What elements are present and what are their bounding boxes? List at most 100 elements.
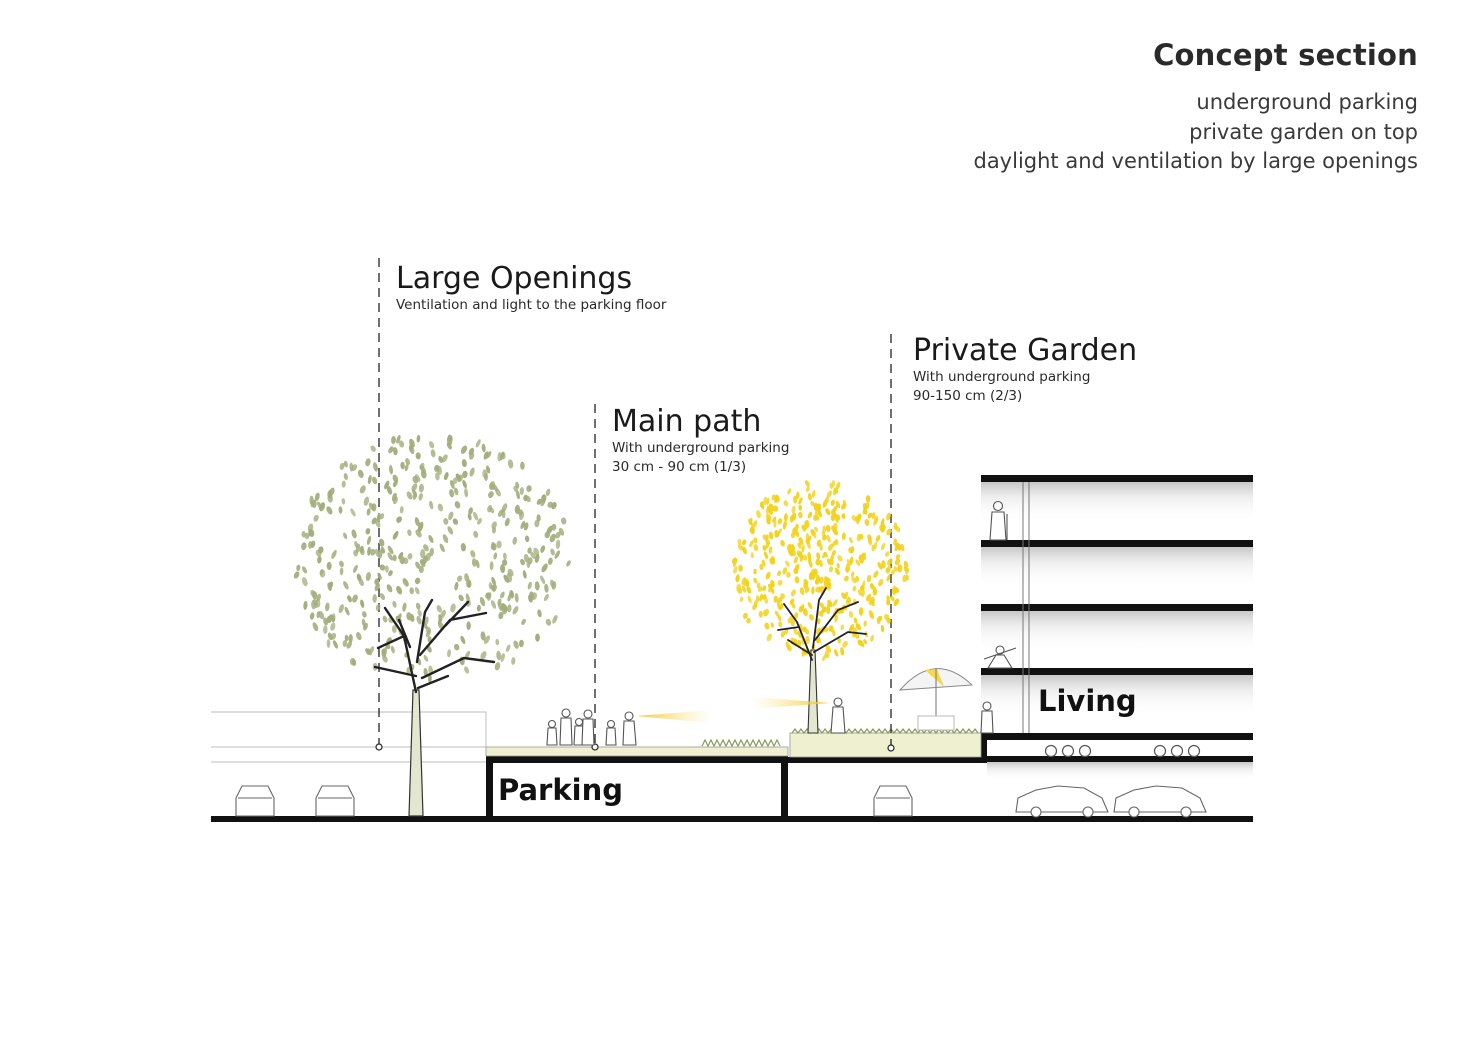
leaf bbox=[352, 564, 358, 573]
leaf bbox=[555, 531, 561, 539]
leaf bbox=[804, 480, 810, 488]
leaf bbox=[873, 570, 879, 578]
leaf bbox=[475, 559, 480, 569]
leaf bbox=[496, 540, 502, 549]
leaf bbox=[794, 576, 800, 584]
leaf bbox=[851, 576, 857, 584]
leaf bbox=[812, 514, 818, 521]
leaf bbox=[775, 494, 780, 503]
leaf bbox=[518, 639, 524, 648]
leaf bbox=[443, 518, 449, 525]
leaf bbox=[344, 634, 349, 642]
leaf bbox=[330, 622, 336, 631]
leaf bbox=[488, 491, 494, 499]
callout-dots bbox=[375, 743, 895, 752]
leaf bbox=[824, 626, 829, 633]
leaf bbox=[385, 565, 389, 573]
leaf bbox=[841, 513, 846, 519]
leaf bbox=[841, 532, 846, 540]
leaf bbox=[806, 535, 812, 543]
leaf bbox=[468, 507, 473, 515]
leaf bbox=[534, 581, 540, 591]
building-floors bbox=[981, 475, 1253, 780]
leaf bbox=[834, 614, 838, 623]
leaf bbox=[750, 552, 755, 559]
leaf bbox=[493, 552, 498, 560]
leaf bbox=[491, 521, 497, 530]
leaf bbox=[785, 560, 790, 567]
leaf bbox=[418, 492, 423, 501]
leaf bbox=[737, 543, 743, 551]
leaf bbox=[829, 482, 834, 489]
leaf bbox=[548, 557, 553, 565]
leaf bbox=[795, 523, 799, 530]
leaf bbox=[555, 539, 561, 549]
leaf bbox=[801, 524, 806, 532]
leaf bbox=[402, 578, 409, 587]
leaf bbox=[747, 595, 752, 603]
leaf bbox=[741, 539, 747, 546]
leaf bbox=[379, 564, 386, 571]
leaf bbox=[495, 638, 500, 646]
leaf bbox=[339, 567, 344, 576]
leaf bbox=[522, 570, 527, 579]
leaf bbox=[763, 551, 769, 559]
leaf bbox=[400, 461, 405, 470]
leaf bbox=[398, 551, 404, 560]
leaf bbox=[530, 551, 536, 559]
leaf bbox=[373, 462, 378, 472]
leaf bbox=[328, 582, 333, 590]
leaf bbox=[547, 501, 553, 508]
leaf bbox=[454, 643, 460, 651]
leaf bbox=[396, 516, 402, 523]
leaf bbox=[777, 570, 782, 577]
leaf bbox=[471, 558, 477, 567]
leaf bbox=[312, 622, 319, 632]
leaf bbox=[455, 473, 462, 482]
leaf bbox=[392, 530, 399, 540]
leaf bbox=[411, 483, 418, 492]
leaf bbox=[841, 592, 847, 600]
leaf bbox=[886, 574, 891, 582]
leaf bbox=[516, 490, 520, 500]
leaf bbox=[453, 487, 459, 496]
leaf bbox=[546, 525, 553, 535]
leaf bbox=[810, 500, 815, 507]
leaf bbox=[387, 552, 394, 561]
leaf bbox=[500, 653, 505, 662]
leaf bbox=[425, 552, 431, 562]
ceiling-lights bbox=[1044, 744, 1201, 758]
leaf bbox=[773, 595, 778, 603]
leaf bbox=[326, 561, 332, 570]
leaf bbox=[418, 483, 425, 493]
leaf bbox=[822, 551, 827, 559]
leaf bbox=[521, 618, 526, 625]
leaf bbox=[473, 511, 479, 521]
callout-lines bbox=[378, 258, 892, 745]
leaf bbox=[436, 605, 442, 613]
leaf bbox=[313, 514, 319, 522]
leaf bbox=[365, 572, 371, 581]
leaf bbox=[905, 567, 910, 575]
leaf bbox=[893, 538, 898, 547]
leaf bbox=[884, 551, 890, 557]
leaf bbox=[392, 480, 398, 488]
leaf bbox=[850, 571, 855, 578]
leaf bbox=[813, 502, 819, 511]
leaf bbox=[759, 501, 765, 508]
leaf bbox=[420, 549, 426, 559]
leaf bbox=[791, 505, 796, 514]
leaf bbox=[481, 443, 486, 453]
leaf bbox=[536, 514, 541, 522]
leaf bbox=[497, 509, 504, 517]
leaf bbox=[460, 635, 466, 645]
leaf bbox=[406, 491, 413, 500]
leaf bbox=[850, 546, 855, 554]
leaf bbox=[736, 583, 741, 592]
leaf bbox=[752, 520, 758, 528]
umbrella bbox=[898, 668, 974, 731]
leaf bbox=[746, 617, 751, 624]
leaf bbox=[802, 626, 807, 633]
leaf bbox=[427, 636, 432, 643]
leaf bbox=[837, 637, 842, 644]
